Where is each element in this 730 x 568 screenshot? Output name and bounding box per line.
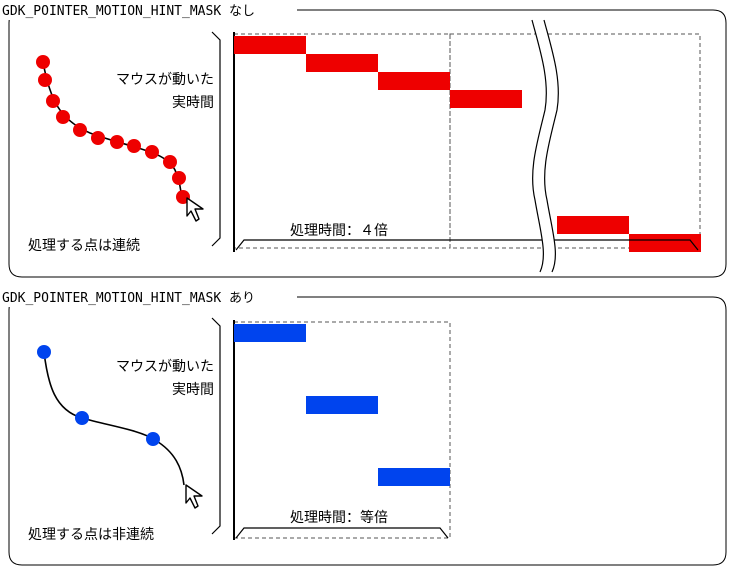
motion-label-line1: マウスが動いた: [116, 359, 214, 375]
axis-break-fill: [532, 20, 559, 272]
motion-points: [37, 345, 160, 446]
motion-label-line2: 実時間: [172, 382, 214, 398]
motion-point: [73, 123, 87, 137]
panel-without-hint-mask: GDK_POINTER_MOTION_HINT_MASK なし マウスが動いた …: [0, 0, 727, 278]
motion-point: [37, 345, 51, 359]
processing-bars: [234, 324, 450, 486]
caption-backdrop: [274, 509, 404, 525]
motion-label-line2: 実時間: [172, 95, 214, 111]
mouse-trajectory: [43, 351, 185, 486]
points-caption: 処理する点は非連続: [28, 526, 154, 543]
motion-point: [146, 432, 160, 446]
mouse-cursor-icon: [186, 197, 204, 222]
motion-label-line1: マウスが動いた: [116, 72, 214, 88]
processing-bar: [306, 396, 378, 414]
processing-caption: 処理時間：４倍: [290, 223, 388, 239]
processing-bar: [306, 54, 378, 72]
time-window-box: [233, 321, 451, 539]
processing-bar: [234, 324, 306, 342]
processing-bar: [378, 468, 450, 486]
processing-brace: [235, 527, 449, 539]
time-window-box-extended: [449, 33, 701, 249]
axis-break-line-left: [531, 19, 547, 273]
motion-point: [46, 94, 60, 108]
motion-point: [91, 131, 105, 145]
motion-point: [145, 145, 159, 159]
time-bracket: [211, 31, 221, 247]
axis-break-line-right: [543, 19, 559, 273]
processing-bar: [234, 36, 306, 54]
panel-title: GDK_POINTER_MOTION_HINT_MASK なし: [2, 4, 255, 19]
panel-title: GDK_POINTER_MOTION_HINT_MASK あり: [2, 291, 255, 306]
processing-bars: [234, 36, 701, 252]
points-caption: 処理する点は連続: [28, 237, 140, 254]
motion-point: [172, 171, 186, 185]
processing-bar: [378, 72, 450, 90]
motion-point: [56, 110, 70, 124]
mouse-cursor-icon: [185, 484, 203, 509]
motion-point: [127, 139, 141, 153]
processing-caption: 処理時間：等倍: [290, 509, 388, 526]
processing-bar: [450, 90, 522, 108]
processing-brace: [235, 239, 699, 251]
title-backdrop: [0, 0, 300, 20]
processing-bar: [629, 234, 701, 252]
motion-point: [110, 135, 124, 149]
panel-with-hint-mask: GDK_POINTER_MOTION_HINT_MASK あり マウスが動いた …: [0, 287, 727, 566]
time-bracket: [211, 317, 221, 535]
motion-point: [163, 155, 177, 169]
caption-backdrop: [274, 222, 404, 238]
motion-point: [36, 55, 50, 69]
motion-point: [38, 73, 52, 87]
processing-bar: [557, 216, 629, 234]
motion-point: [75, 411, 89, 425]
title-backdrop: [0, 287, 300, 307]
